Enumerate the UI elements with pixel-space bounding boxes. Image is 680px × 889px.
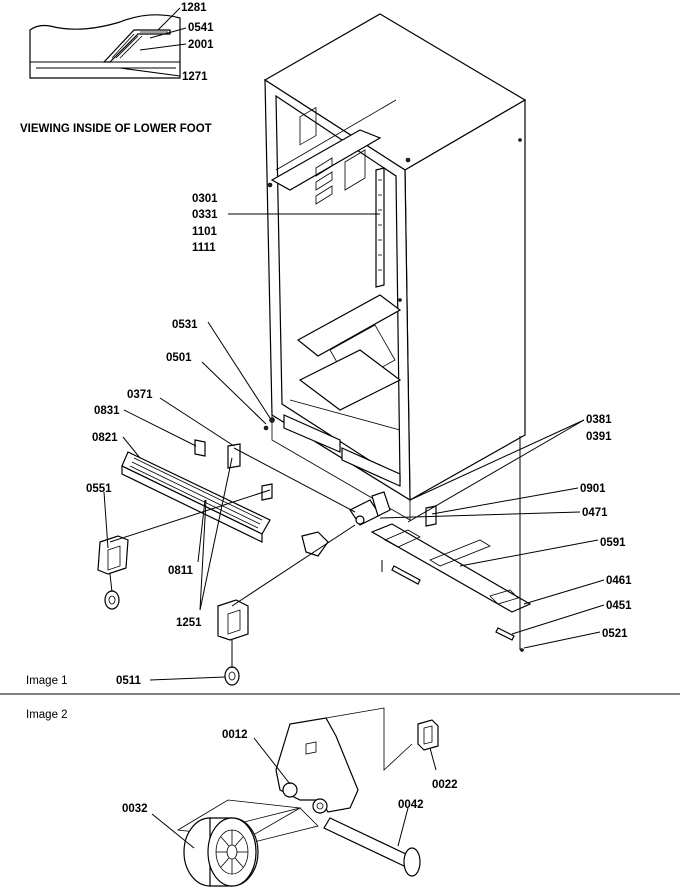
part-label-0381: 0381: [586, 414, 612, 426]
toe-grille: [121, 451, 271, 543]
part-label-0521: 0521: [602, 628, 628, 640]
part-label-0331: 0331: [192, 209, 218, 221]
lower-foot-inset: [29, 14, 181, 79]
refrigerator-cabinet: [263, 13, 527, 521]
part-label-0591: 0591: [600, 537, 626, 549]
part-label-0471: 0471: [582, 507, 608, 519]
part-label-0531: 0531: [172, 319, 198, 331]
part-label-0451: 0451: [606, 600, 632, 612]
part-label-0022: 0022: [432, 779, 458, 791]
part-label-0811: 0811: [168, 565, 194, 577]
part-label-1111: 1111: [192, 242, 216, 254]
part-label-1251: 1251: [176, 617, 202, 629]
part-label-1281: 1281: [181, 2, 207, 14]
part-label-0012: 0012: [222, 729, 248, 741]
part-label-0042: 0042: [398, 799, 424, 811]
roller-assembly: [151, 707, 439, 887]
part-label-0551: 0551: [86, 483, 112, 495]
part-label-0391: 0391: [586, 431, 612, 443]
part-label-0821: 0821: [92, 432, 118, 444]
part-label-0831: 0831: [94, 405, 120, 417]
part-label-0301: 0301: [192, 193, 218, 205]
part-label-2001: 2001: [188, 39, 214, 51]
text-labels: VIEWING INSIDE OF LOWER FOOT Image 1 Ima…: [20, 2, 632, 815]
part-label-0032: 0032: [122, 803, 148, 815]
part-label-1271: 1271: [182, 71, 208, 83]
part-label-0371: 0371: [127, 389, 153, 401]
part-label-0901: 0901: [580, 483, 606, 495]
part-label-0501: 0501: [166, 352, 192, 364]
part-label-0461: 0461: [606, 575, 632, 587]
part-label-0511: 0511: [116, 675, 142, 687]
leader-lines: [103, 7, 605, 681]
panel-label-image2: Image 2: [26, 709, 68, 721]
part-label-1101: 1101: [192, 226, 218, 238]
part-label-0541: 0541: [188, 22, 214, 34]
inset-title: VIEWING INSIDE OF LOWER FOOT: [20, 123, 212, 135]
small-parts: [97, 439, 532, 686]
panel-label-image1: Image 1: [26, 675, 68, 687]
